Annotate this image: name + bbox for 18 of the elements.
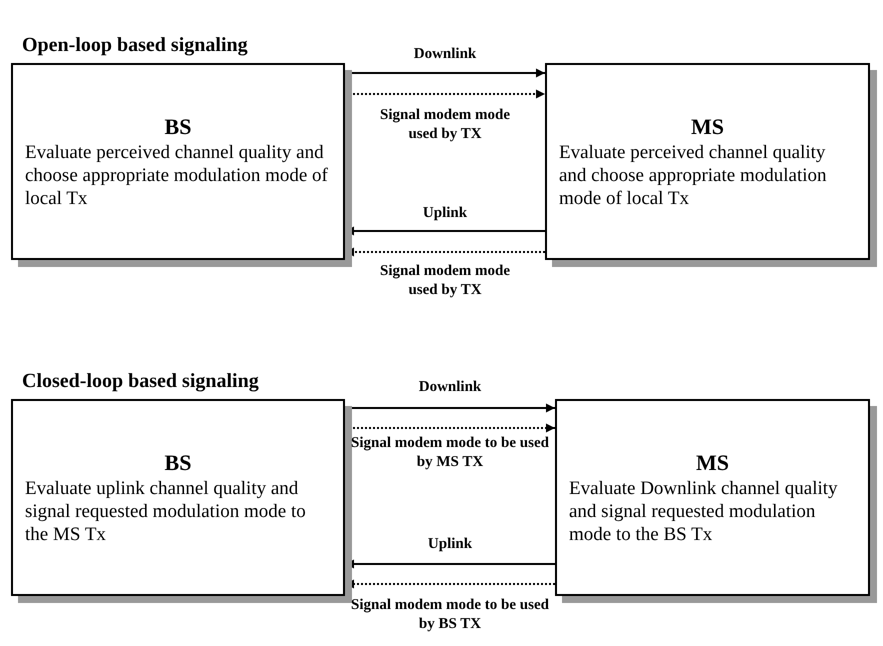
box-title: MS [695,449,730,477]
box-description: Evaluate perceived channel quality and choose appropriate modulation mode of local Tx [25,140,329,210]
edge-label: Uplink [422,204,468,223]
section-heading: Open-loop based signaling [22,33,248,58]
box-title: BS [164,449,192,477]
edge-label: Signal modem mode to be used by MS TX [350,434,550,472]
section-heading: Closed-loop based signaling [22,369,259,394]
edge-label: Uplink [426,535,474,554]
edge-label: Downlink [418,378,482,397]
box-title: MS [690,113,725,141]
edge-label: Downlink [412,45,478,64]
box-title: BS [164,113,192,141]
edge-label: Signal modem mode used by TX [378,106,511,144]
edge-label: Signal modem mode used by TX [378,262,511,300]
box-description: Evaluate perceived channel quality and choose appropriate modulation mode of local Tx [559,140,828,210]
box-description: Evaluate Downlink channel quality and signal requested modulation mode to the BS Tx [569,476,839,546]
box-description: Evaluate uplink channel quality and signal requested modulation mode to the MS Tx [25,476,307,546]
edge-label: Signal modem mode to be used by BS TX [350,596,550,634]
